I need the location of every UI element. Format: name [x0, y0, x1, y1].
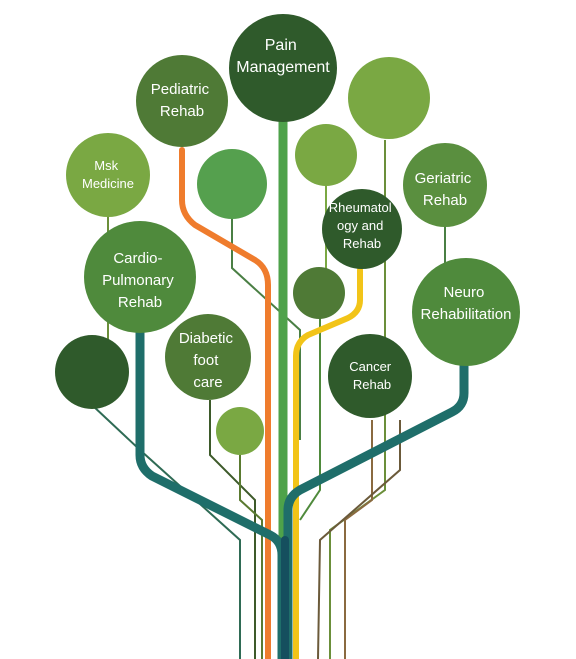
rheumatology-rehab-circle [322, 189, 402, 269]
geriatric-label-line-2: Rehab [423, 192, 467, 209]
cancer-label-line-1: Cancer [349, 359, 392, 374]
pediatric-label-line-1: Pediatric [151, 81, 210, 98]
neuro-label-line-2: Rehabilitation [421, 306, 512, 323]
geriatric-label-line-1: Geriatric [415, 170, 472, 187]
cardio-label-line-1: Cardio- [113, 250, 162, 267]
rheum-label-line-2: ogy and [337, 218, 383, 233]
cardio-pulmonary-rehab-circle [84, 221, 196, 333]
branch-small-dot [239, 455, 263, 659]
diabetic-foot-care-circle [165, 314, 251, 400]
labels: Pain Management Pediatric Rehab Msk Medi… [82, 37, 511, 392]
green-circle-mid [197, 149, 267, 219]
rheum-label-line-3: Rehab [343, 236, 381, 251]
rheum-label-line-1: Rheumatol [329, 200, 392, 215]
rheumatology-rehab-label: Rheumatol ogy and Rehab [329, 200, 396, 251]
diabetic-foot-care-label: Diabetic foot care [179, 330, 237, 391]
neuro-rehabilitation-label: Neuro Rehabilitation [421, 284, 512, 323]
pain-label-line-2: Management [236, 59, 330, 76]
geriatric-rehab-circle [403, 143, 487, 227]
cardio-pulmonary-rehab-label: Cardio- Pulmonary Rehab [102, 250, 178, 311]
geriatric-rehab-label: Geriatric Rehab [415, 170, 476, 209]
msk-label-line-1: Msk [94, 158, 118, 173]
diabetic-label-line-1: Diabetic [179, 330, 234, 347]
light-green-circle-center [295, 124, 357, 186]
cancer-label-line-2: Rehab [353, 377, 391, 392]
pain-management-label: Pain Management [236, 37, 330, 76]
thick-stems [135, 115, 469, 659]
neuro-label-line-1: Neuro [443, 284, 484, 301]
cardio-label-line-3: Rehab [118, 294, 162, 311]
light-green-circle-top-right [348, 57, 430, 139]
cardio-label-line-2: Pulmonary [102, 272, 174, 289]
branch-green-small [299, 318, 321, 521]
cancer-rehab-label: Cancer Rehab [349, 359, 395, 392]
diabetic-label-line-2: foot [193, 352, 219, 369]
stem-yellow [293, 267, 363, 659]
branch-cancer [344, 420, 373, 659]
branch-brown [317, 420, 401, 659]
pain-label-line-1: Pain [265, 37, 297, 54]
small-green-circle-center [293, 267, 345, 319]
msk-label-line-2: Medicine [82, 176, 134, 191]
pediatric-rehab-label: Pediatric Rehab [151, 81, 214, 120]
msk-medicine-circle [66, 133, 150, 217]
msk-medicine-label: Msk Medicine [82, 158, 134, 191]
pediatric-label-line-2: Rehab [160, 103, 204, 120]
branch-dark-left [91, 404, 241, 659]
cancer-rehab-circle [328, 334, 412, 418]
diabetic-label-line-3: care [193, 374, 222, 391]
dark-green-circle-left [55, 335, 129, 409]
circles [55, 14, 520, 455]
branch-diabetic [209, 400, 256, 659]
pediatric-rehab-circle [136, 55, 228, 147]
stem-teal-right [283, 355, 469, 659]
stem-orange [179, 147, 271, 659]
pain-management-circle [229, 14, 337, 122]
small-light-green-circle [216, 407, 264, 455]
neuro-rehabilitation-circle [412, 258, 520, 366]
